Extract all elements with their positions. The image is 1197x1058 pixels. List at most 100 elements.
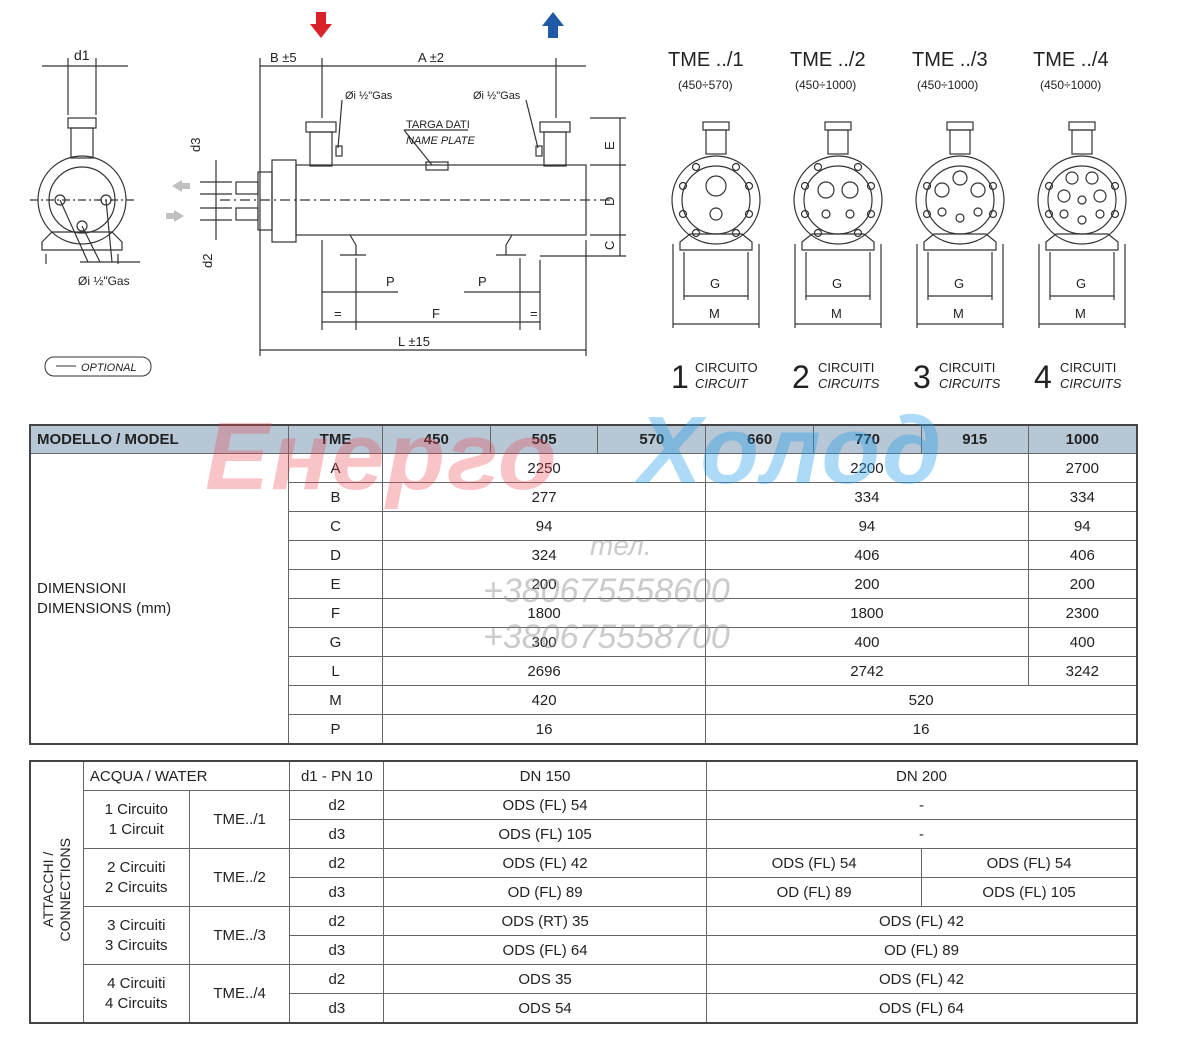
dim-d3-label: d3	[188, 138, 203, 152]
dim-f-label: F	[432, 306, 440, 321]
row-label: G	[288, 627, 383, 657]
variant-3-title: TME ../3	[912, 49, 988, 71]
variant-4-g: G	[1076, 276, 1086, 291]
variant-4-m: M	[1075, 306, 1086, 321]
variant-2-en: CIRCUITS	[818, 376, 880, 391]
nameplate-en-label: NAME PLATE	[406, 135, 476, 147]
variant-2-number: 2	[792, 359, 810, 395]
header-model-505: 505	[489, 424, 599, 454]
dim-eq-left-label: =	[334, 306, 342, 321]
table-row: DIMENSIONI DIMENSIONS (mm) A 2250 2200 2…	[29, 453, 1138, 745]
param-cell: d2	[289, 790, 385, 820]
value-cell: 2742	[705, 656, 1029, 686]
header-model-915: 915	[920, 424, 1029, 454]
value-cell: ODS (FL) 64	[383, 935, 707, 965]
connections-table: ATTACCHI /CONNECTIONS ACQUA / WATER d1 -…	[29, 760, 1138, 1024]
variant-4-number: 4	[1034, 359, 1052, 395]
value-cell: -	[705, 819, 1138, 849]
circuit-3-it: 3 Circuiti	[107, 916, 166, 934]
value-cell: 1800	[381, 598, 707, 628]
variant-3-drawing	[915, 121, 1005, 328]
value-cell: 334	[705, 482, 1029, 512]
header-model-770: 770	[813, 424, 922, 454]
value-cell: DN 200	[705, 760, 1138, 791]
conn-right-label: Øi ½"Gas	[473, 90, 521, 102]
water-label: ACQUA / WATER	[82, 760, 291, 791]
front-view	[30, 58, 140, 264]
variant-3-m: M	[953, 306, 964, 321]
variant-3-range: (450÷1000)	[917, 78, 978, 92]
value-cell: ODS (FL) 42	[383, 848, 707, 878]
flow-arrows-grey	[166, 180, 190, 222]
row-label: D	[288, 540, 383, 570]
value-cell: ODS (FL) 64	[705, 993, 1138, 1024]
value-cell: 2200	[705, 453, 1029, 483]
variant-4-en: CIRCUITS	[1060, 376, 1122, 391]
dim-d2-label: d2	[200, 254, 215, 268]
row-label: B	[288, 482, 383, 512]
variant-3-it: CIRCUITI	[939, 360, 995, 375]
variant-1-g: G	[710, 276, 720, 291]
circuit-1-en: 1 Circuit	[108, 820, 164, 838]
value-cell: 200	[1027, 569, 1138, 599]
table-row: d3 OD (FL) 89 OD (FL) 89 ODS (FL) 105	[30, 877, 1138, 907]
param-cell: d3	[289, 993, 385, 1024]
circuit-4-it: 4 Circuiti	[107, 974, 166, 992]
value-cell: ODS (FL) 54	[705, 848, 923, 878]
dim-d-label: D	[602, 197, 617, 206]
value-cell: 94	[705, 511, 1029, 541]
circuit-4-model: TME../4	[188, 964, 291, 1024]
row-label: L	[288, 656, 383, 686]
table-row: F 1800 1800 2300	[30, 598, 1138, 628]
row-label: M	[288, 685, 383, 715]
dim-a-label: A ±2	[418, 50, 444, 65]
table-row: G 300 400 400	[30, 627, 1138, 657]
table-row: ATTACCHI /CONNECTIONS ACQUA / WATER d1 -…	[29, 760, 1138, 1024]
variant-1-it: CIRCUITO	[695, 360, 758, 375]
header-model-660: 660	[705, 424, 815, 454]
conn-left-label: Øi ½"Gas	[345, 90, 393, 102]
variant-3-g: G	[954, 276, 964, 291]
dim-eq-right-label: =	[530, 306, 538, 321]
value-cell: 16	[705, 714, 1138, 745]
value-cell: 334	[1027, 482, 1138, 512]
table-row: M 420 520	[30, 685, 1138, 715]
front-d1-label: d1	[74, 47, 90, 63]
value-cell: 2696	[381, 656, 707, 686]
variant-1-drawing	[671, 121, 761, 328]
front-connection-label: Øi ½"Gas	[78, 274, 130, 288]
value-cell: 2250	[381, 453, 707, 483]
value-cell: ODS (FL) 105	[921, 877, 1138, 907]
connections-group-label: ATTACCHI /CONNECTIONS	[29, 760, 84, 1024]
value-cell: 200	[381, 569, 707, 599]
dim-e-label: E	[602, 141, 617, 150]
value-cell: 400	[705, 627, 1029, 657]
variant-2-drawing	[793, 121, 883, 328]
header-model-450: 450	[381, 424, 491, 454]
variant-4-title: TME ../4	[1033, 49, 1109, 71]
value-cell: OD (FL) 89	[705, 877, 923, 907]
variant-4-it: CIRCUITI	[1060, 360, 1116, 375]
value-cell: 277	[381, 482, 707, 512]
value-cell: ODS (FL) 54	[383, 790, 707, 820]
dimensions-group-label: DIMENSIONI DIMENSIONS (mm)	[29, 453, 290, 745]
header-model-1000: 1000	[1027, 424, 1138, 454]
circuit-4-en: 4 Circuits	[105, 994, 168, 1012]
value-cell: 16	[381, 714, 707, 745]
header-tme: TME	[288, 424, 383, 454]
value-cell: ODS (FL) 54	[921, 848, 1138, 878]
variant-3-number: 3	[913, 359, 931, 395]
variant-1-m: M	[709, 306, 720, 321]
variant-2-g: G	[832, 276, 842, 291]
value-cell: 1800	[705, 598, 1029, 628]
value-cell: ODS (RT) 35	[383, 906, 707, 936]
value-cell: ODS (FL) 42	[705, 906, 1138, 936]
technical-drawings: d1 Øi ½"Gas	[0, 0, 1197, 410]
table-row: d3 ODS 54 ODS (FL) 64	[30, 993, 1138, 1024]
row-label: P	[288, 714, 383, 745]
variant-2-range: (450÷1000)	[795, 78, 856, 92]
connections-group-en: CONNECTIONS	[56, 838, 73, 942]
value-cell: 324	[381, 540, 707, 570]
